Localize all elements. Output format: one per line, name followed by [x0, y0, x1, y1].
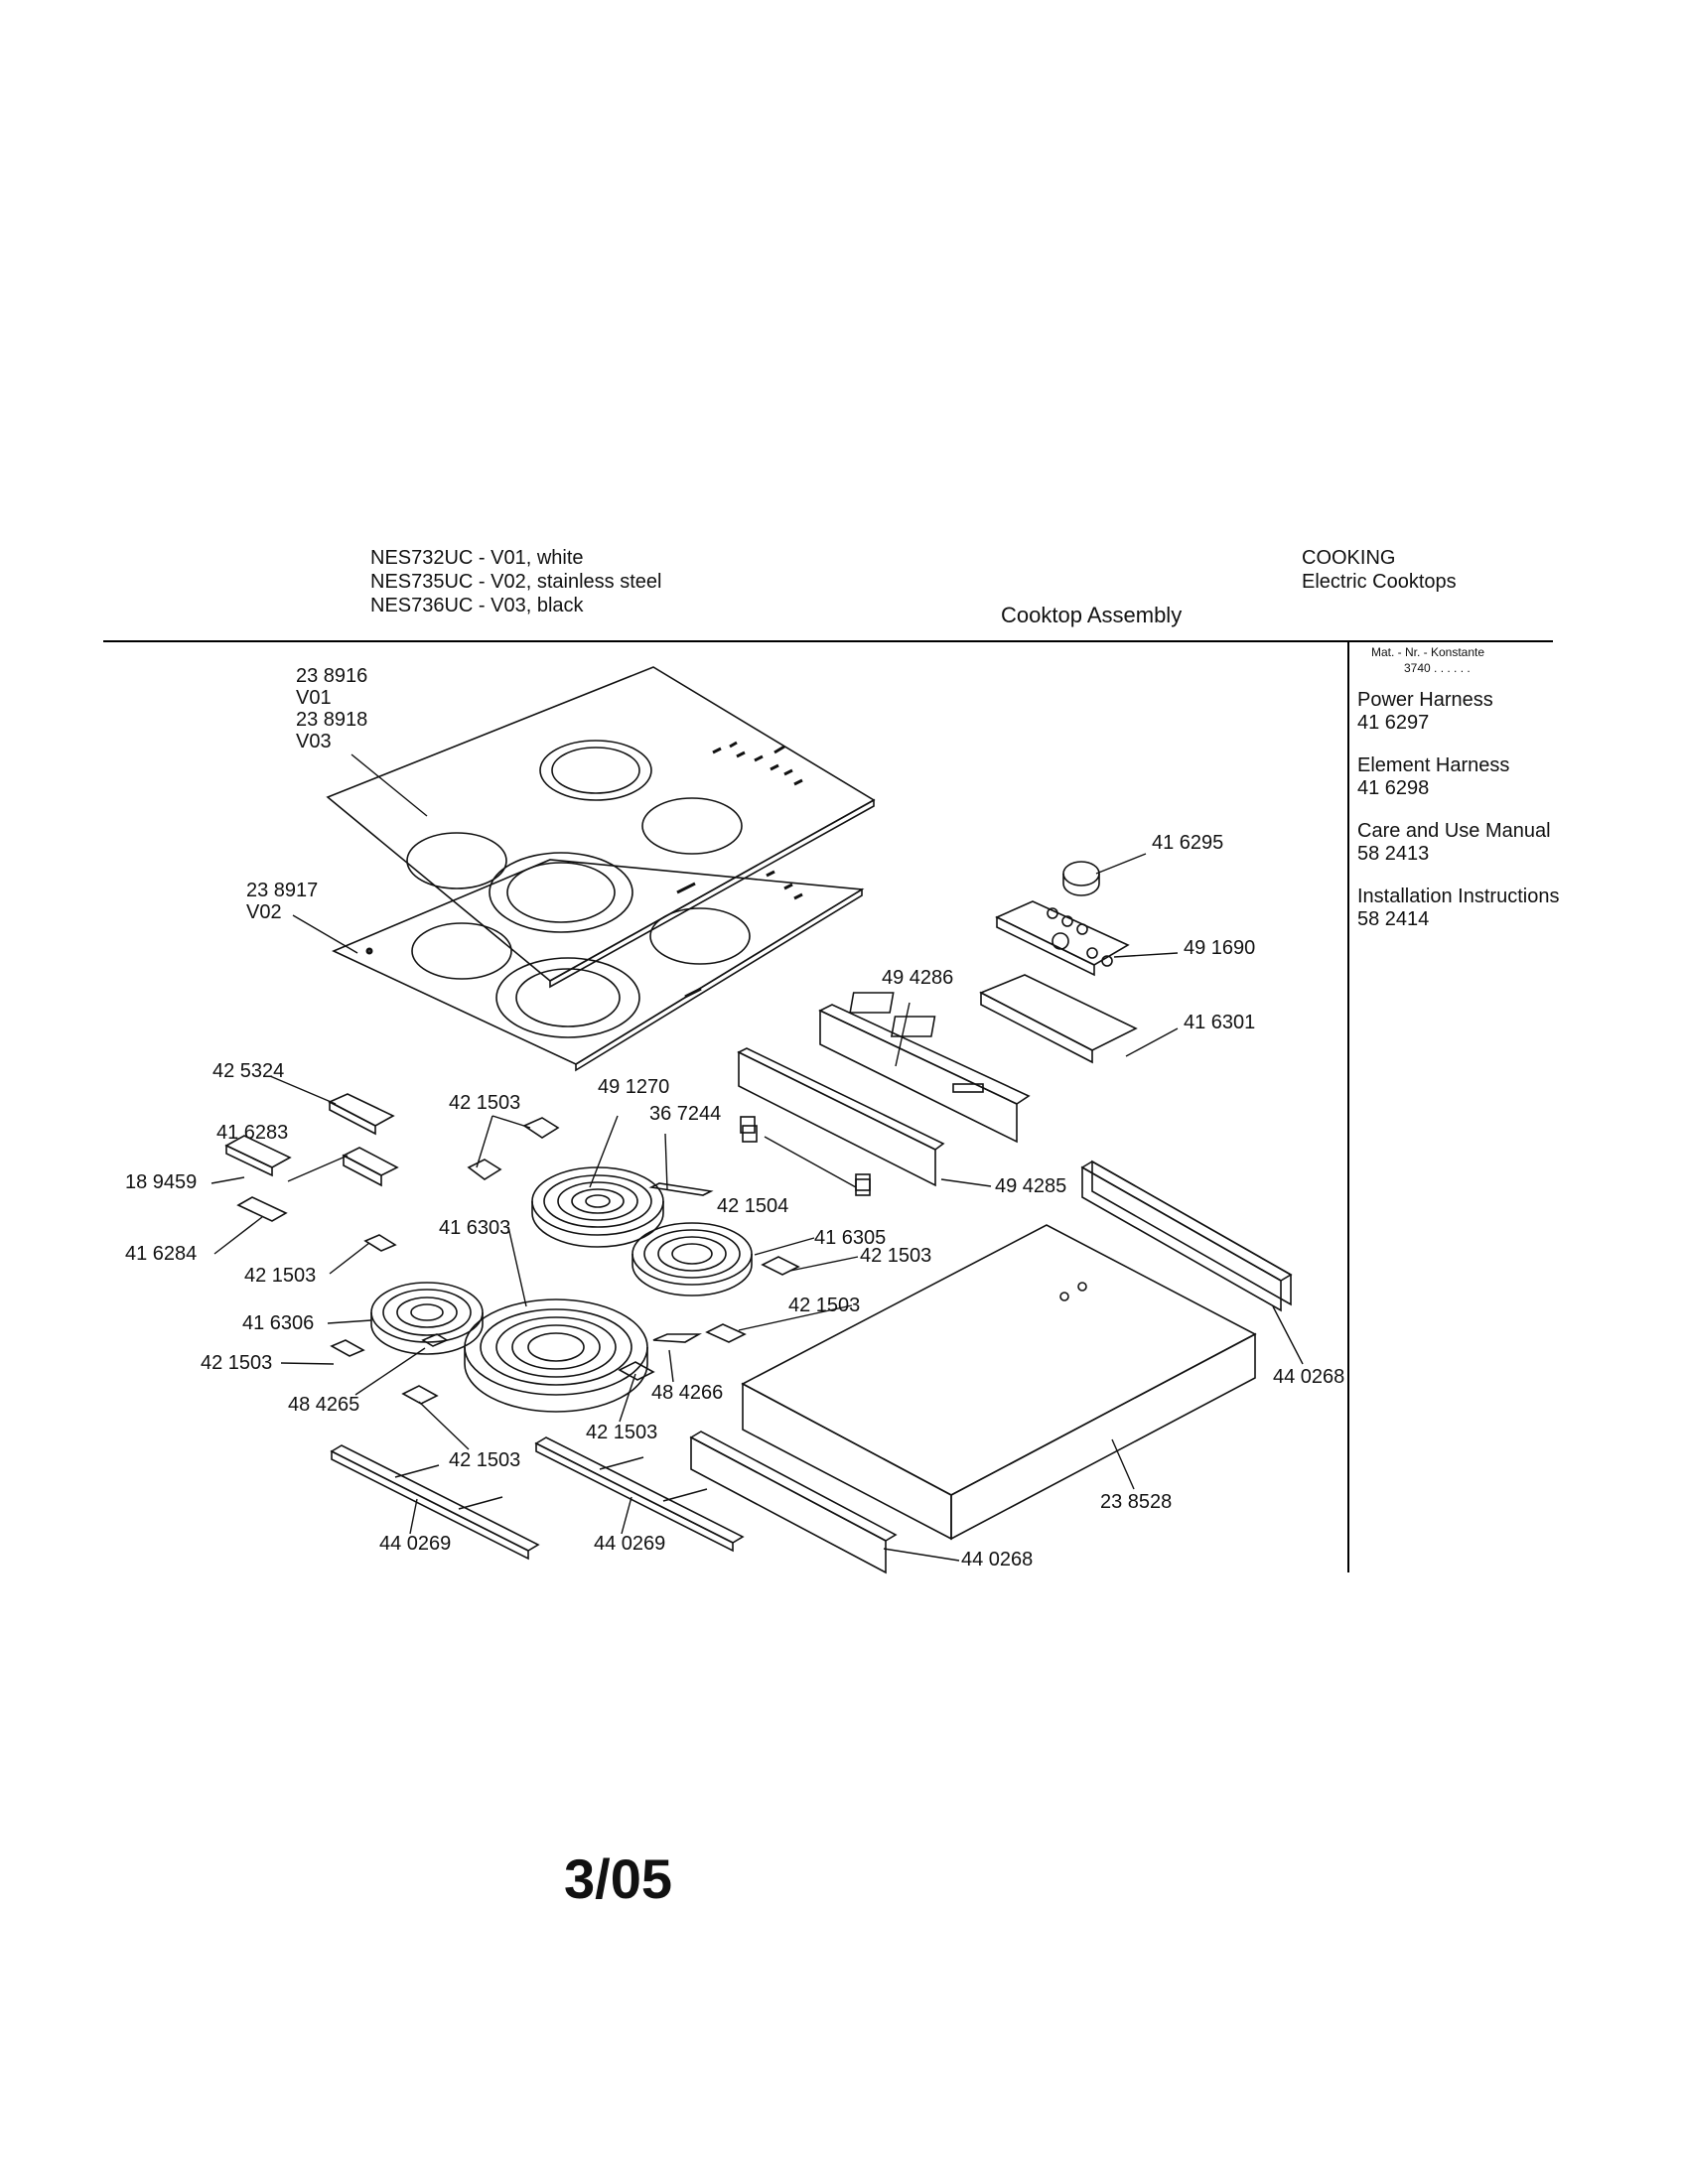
sidebar-item-name: Power Harness	[1357, 689, 1493, 711]
page-number: 3/05	[564, 1847, 672, 1910]
page-title: Cooktop Assembly	[1001, 603, 1183, 627]
callout-clip-right-a: 42 1503	[860, 1245, 932, 1267]
sidebar-item-care-manual: Care and Use Manual 58 2413	[1357, 820, 1551, 866]
sidebar-item-name: Care and Use Manual	[1357, 820, 1551, 842]
callout-rear-bracket: 49 4286	[882, 967, 954, 989]
callout-control-board: 49 1690	[1184, 937, 1256, 959]
element-416303-drawing	[464, 1298, 648, 1413]
callout-tray: 23 8528	[1100, 1491, 1173, 1513]
header-divider	[103, 640, 1553, 642]
callout-spacer-484265: 48 4265	[288, 1394, 360, 1416]
callout-clip-top: 42 1503	[449, 1092, 521, 1114]
callout-clip-421504: 42 1504	[717, 1195, 789, 1217]
clip-425324-drawing	[328, 1093, 395, 1136]
category-label: COOKING	[1302, 547, 1396, 569]
clip-small-drawings	[330, 1234, 800, 1405]
category-block: COOKING Electric Cooktops	[1302, 546, 1457, 594]
clip-416283-drawing	[342, 1147, 399, 1187]
glass-cooktop-v02	[332, 859, 865, 1072]
callout-clip-left-b: 42 1503	[201, 1352, 273, 1374]
callout-element-416303: 41 6303	[439, 1217, 511, 1239]
element-416306-drawing	[370, 1282, 484, 1355]
callout-harness-494285: 49 4285	[995, 1175, 1067, 1197]
rail-left-drawing	[330, 1444, 540, 1561]
callout-element-416306: 41 6306	[242, 1312, 315, 1334]
callout-clip-425324: 42 5324	[212, 1060, 285, 1082]
tray-drawing	[741, 1224, 1257, 1541]
sidebar-item-part: 41 6298	[1357, 777, 1430, 799]
sidebar-item-power-harness: Power Harness 41 6297	[1357, 689, 1493, 735]
clip-top-a-drawing	[467, 1117, 560, 1180]
harness-panel-drawing	[737, 1047, 945, 1191]
callout-element-491270: 49 1270	[598, 1076, 670, 1098]
callout-clip-416283: 41 6283	[216, 1122, 289, 1144]
callout-side-rail-right: 44 0268	[1273, 1366, 1345, 1388]
callout-glass-v02: 23 8917 V02	[246, 880, 319, 923]
model-list: NES732UC - V01, white NES735UC - V02, st…	[370, 546, 661, 617]
sidebar-item-part: 58 2413	[1357, 843, 1430, 865]
callout-clip-left-a: 42 1503	[244, 1265, 317, 1287]
knob-drawing	[1062, 861, 1100, 896]
glass-cooktop-top	[326, 666, 876, 989]
model-line: NES735UC - V02, stainless steel	[370, 571, 662, 593]
part-189459-drawing	[224, 1135, 292, 1177]
callout-clip-right-b: 42 1503	[788, 1295, 861, 1316]
callout-side-rail-front: 44 0268	[961, 1549, 1034, 1570]
sidebar-item-element-harness: Element Harness 41 6298	[1357, 754, 1509, 800]
side-rail-front-drawing	[689, 1431, 898, 1574]
callout-part-416284: 41 6284	[125, 1243, 198, 1265]
control-board-drawing	[995, 900, 1130, 977]
sidebar-divider	[1347, 641, 1349, 1572]
board-bracket-drawing	[849, 974, 1138, 1064]
mat-nr-value: 3740 . . . . . .	[1404, 661, 1471, 675]
sidebar-item-part: 41 6297	[1357, 712, 1430, 734]
callout-knob: 41 6295	[1152, 832, 1224, 854]
callout-rail-left: 44 0269	[379, 1533, 452, 1555]
callout-board-bracket: 41 6301	[1184, 1012, 1256, 1033]
part-367244-drawing	[648, 1182, 714, 1196]
sidebar-item-name: Installation Instructions	[1357, 886, 1560, 907]
model-line: NES736UC - V03, black	[370, 595, 584, 616]
callout-rail-right: 44 0269	[594, 1533, 666, 1555]
rail-right-drawing	[534, 1436, 745, 1553]
callout-clip-bottom-a: 42 1503	[586, 1422, 658, 1443]
part-416284-drawing	[236, 1196, 288, 1222]
callout-glass-top: 23 8916 V01 23 8918 V03	[296, 665, 368, 752]
callout-part-189459: 18 9459	[125, 1171, 198, 1193]
leader-lines	[210, 753, 1304, 1562]
callout-spacer-484266: 48 4266	[651, 1382, 724, 1404]
mat-nr-label: Mat. - Nr. - Konstante	[1371, 645, 1485, 659]
side-rail-right-drawing	[1080, 1160, 1293, 1312]
element-416305-drawing	[632, 1222, 753, 1297]
subcategory-label: Electric Cooktops	[1302, 571, 1457, 593]
callout-clip-bottom-b: 42 1503	[449, 1449, 521, 1471]
rear-bracket-drawing	[818, 1004, 1031, 1144]
sidebar-item-install-instructions: Installation Instructions 58 2414	[1357, 886, 1559, 931]
model-line: NES732UC - V01, white	[370, 547, 584, 569]
sidebar-item-name: Element Harness	[1357, 754, 1510, 776]
callout-element-416305: 41 6305	[814, 1227, 887, 1249]
sidebar-item-part: 58 2414	[1357, 908, 1430, 930]
callout-part-367244: 36 7244	[649, 1103, 722, 1125]
